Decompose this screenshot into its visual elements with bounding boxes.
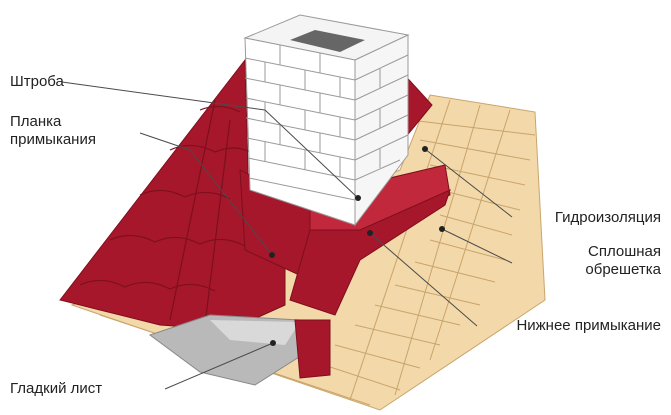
label-sheathing: Сплошная обрешетка (585, 243, 661, 279)
label-chimney-chase: Штроба (10, 73, 64, 90)
label-smooth-sheet: Гладкий лист (10, 380, 103, 397)
leader-sheathing (439, 226, 513, 264)
label-sheathing-line1: Сплошная (587, 243, 661, 260)
label-junction-strip: Планка примыкания (10, 113, 96, 149)
label-junction-strip-line1: Планка (10, 113, 62, 130)
brick-chimney (243, 14, 410, 227)
label-sheathing-line2: обрешетка (585, 261, 661, 278)
leader-junction-strip (139, 132, 275, 258)
leader-lower-junction (367, 230, 478, 327)
leader-waterproofing (422, 146, 513, 218)
label-junction-strip-line2: примыкания (10, 131, 96, 148)
leader-chimney-chase (61, 81, 361, 201)
smooth-sheet (148, 314, 311, 386)
leader-smooth-sheet (164, 340, 276, 390)
leader-lines (61, 81, 513, 390)
label-waterproofing: Гидроизоляция (554, 209, 661, 226)
label-lower-junction: Нижнее примыкание (516, 317, 661, 334)
